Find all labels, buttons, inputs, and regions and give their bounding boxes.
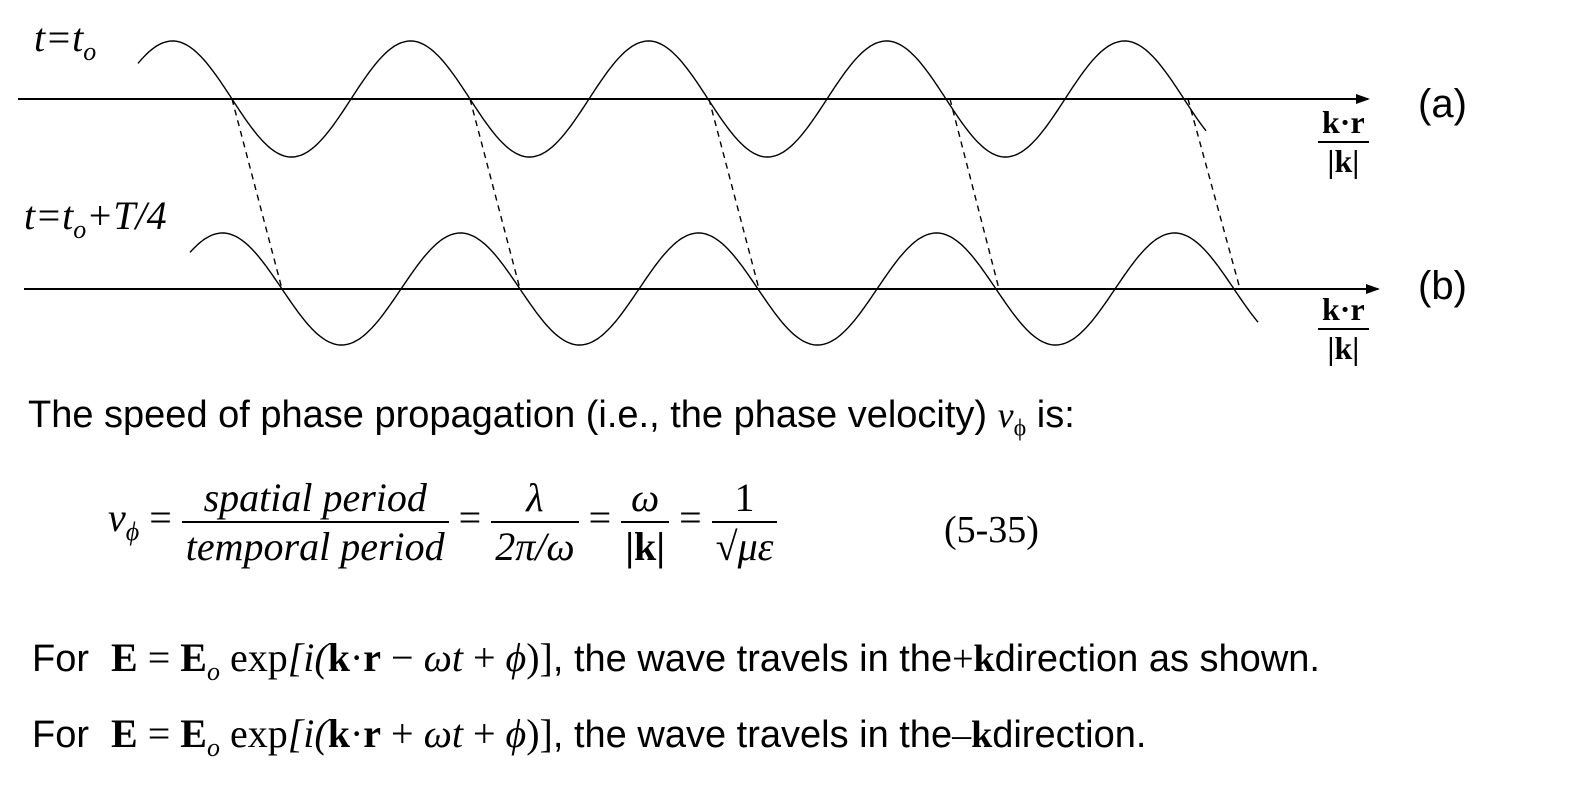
line1-wt: ωt — [423, 635, 463, 680]
line2-open: [i( — [287, 711, 328, 756]
line2-r: r — [363, 711, 382, 756]
eq-sign-3: = — [588, 495, 612, 541]
line2-formula: E = Eo exp[i(k·r + ωt + ϕ)] — [111, 710, 553, 763]
line2-tail-k: k — [971, 714, 993, 756]
line1-formula: E = Eo exp[i(k·r − ωt + ϕ)] — [111, 634, 553, 687]
fraction-omega-k: ω |k| — [621, 474, 670, 570]
frac4-num: 1 — [734, 475, 755, 520]
wave-curve-b — [189, 232, 1259, 346]
time-label-a-sub: o — [83, 37, 97, 66]
equation-number: (5-35) — [944, 509, 1039, 551]
wave-figure — [18, 40, 1380, 346]
line1-tail-2: direction as shown. — [994, 638, 1320, 680]
intro-end: is: — [1026, 394, 1075, 436]
eq-lhs: v — [108, 495, 126, 541]
statement-line-2: For E = Eo exp[i(k·r + ωt + ϕ)] , the wa… — [32, 710, 1146, 763]
statement-line-1: For E = Eo exp[i(k·r − ωt + ϕ)] , the wa… — [32, 634, 1320, 687]
eq-lhs-sub: ϕ — [125, 517, 140, 547]
line1-E0: E — [180, 635, 207, 680]
line2-op: + — [391, 711, 414, 756]
time-label-a: t=to — [34, 14, 96, 67]
intro-symbol: v — [997, 395, 1014, 435]
frac2-den: 2π/ω — [491, 521, 579, 570]
line2-tail-sign: – — [952, 714, 972, 756]
phase-guide-line — [469, 98, 521, 290]
eq-sign-2: = — [458, 495, 482, 541]
time-label-b-main: t=t — [24, 193, 74, 238]
line2-lead: For — [32, 714, 89, 756]
line2-wt: ωt — [423, 711, 463, 756]
axis-label-b-den: |k| — [1318, 328, 1369, 367]
line1-tail-1: , the wave travels in the — [552, 638, 953, 680]
line2-tail-1: , the wave travels in the — [552, 714, 953, 756]
line2-E0: E — [180, 711, 207, 756]
line2-k: k — [327, 711, 350, 756]
time-label-b-tail: +T/4 — [86, 193, 167, 238]
fraction-spatial-temporal: spatial period temporal period — [181, 474, 449, 570]
axis-label-b: k·r |k| — [1318, 291, 1369, 367]
equation-5-35: vϕ = spatial period temporal period = λ … — [108, 474, 778, 570]
line1-k: k — [327, 635, 350, 680]
line2-exp: exp — [229, 711, 288, 756]
phase-guide-line — [708, 98, 760, 290]
line2-E: E — [111, 711, 138, 756]
line1-tail-k: k — [973, 638, 995, 680]
line1-op: − — [391, 635, 414, 680]
phase-shift-guides — [231, 98, 1241, 290]
frac2-num: λ — [526, 475, 544, 520]
line1-tail-sign: + — [952, 638, 974, 680]
intro-symbol-sub: ϕ — [1013, 415, 1027, 442]
frac3-num: ω — [631, 475, 660, 520]
fraction-lambda: λ 2π/ω — [491, 474, 579, 570]
time-label-b: t=to+T/4 — [24, 192, 167, 245]
panel-label-a: (a) — [1418, 82, 1467, 126]
line1-open: [i( — [287, 635, 328, 680]
line1-exp: exp — [229, 635, 288, 680]
intro-text: The speed of phase propagation (i.e., th… — [28, 394, 998, 436]
line1-phi: ϕ — [505, 635, 527, 680]
axis-label-a-num: k·r — [1322, 104, 1365, 140]
frac1-den: temporal period — [181, 521, 449, 570]
line2-eq: = — [147, 711, 171, 756]
eq-sign-1: = — [149, 495, 172, 541]
line2-close: )] — [526, 711, 553, 756]
frac4-den: √με — [711, 521, 778, 570]
line1-eq: = — [147, 635, 171, 680]
line1-lead: For — [32, 638, 89, 680]
phase-guide-line — [949, 98, 1000, 290]
line1-r: r — [363, 635, 382, 680]
line1-close: )] — [526, 635, 553, 680]
line2-dot: · — [349, 711, 364, 756]
line2-E0-sub: o — [206, 733, 220, 762]
axis-label-b-num: k·r — [1322, 291, 1365, 327]
time-label-b-sub: o — [73, 215, 87, 244]
line2-tail-2: direction. — [992, 714, 1147, 756]
axis-label-a: k·r |k| — [1318, 104, 1369, 180]
phase-guide-line — [231, 98, 283, 290]
intro-sentence: The speed of phase propagation (i.e., th… — [28, 394, 1075, 443]
line1-E: E — [111, 635, 138, 680]
fraction-one-sqrt: 1 √με — [711, 474, 778, 570]
line1-E0-sub: o — [206, 657, 220, 686]
frac1-num: spatial period — [203, 475, 427, 520]
panel-label-b: (b) — [1418, 264, 1467, 308]
line2-plus: + — [472, 711, 496, 756]
eq-sign-4: = — [679, 495, 702, 541]
line2-phi: ϕ — [505, 711, 527, 756]
line1-plus: + — [472, 635, 496, 680]
frac3-den: |k| — [621, 521, 670, 570]
time-label-a-main: t=t — [34, 15, 84, 60]
wave-curve-a — [137, 40, 1207, 158]
axis-label-a-den: |k| — [1318, 141, 1369, 180]
line1-dot: · — [349, 635, 364, 680]
